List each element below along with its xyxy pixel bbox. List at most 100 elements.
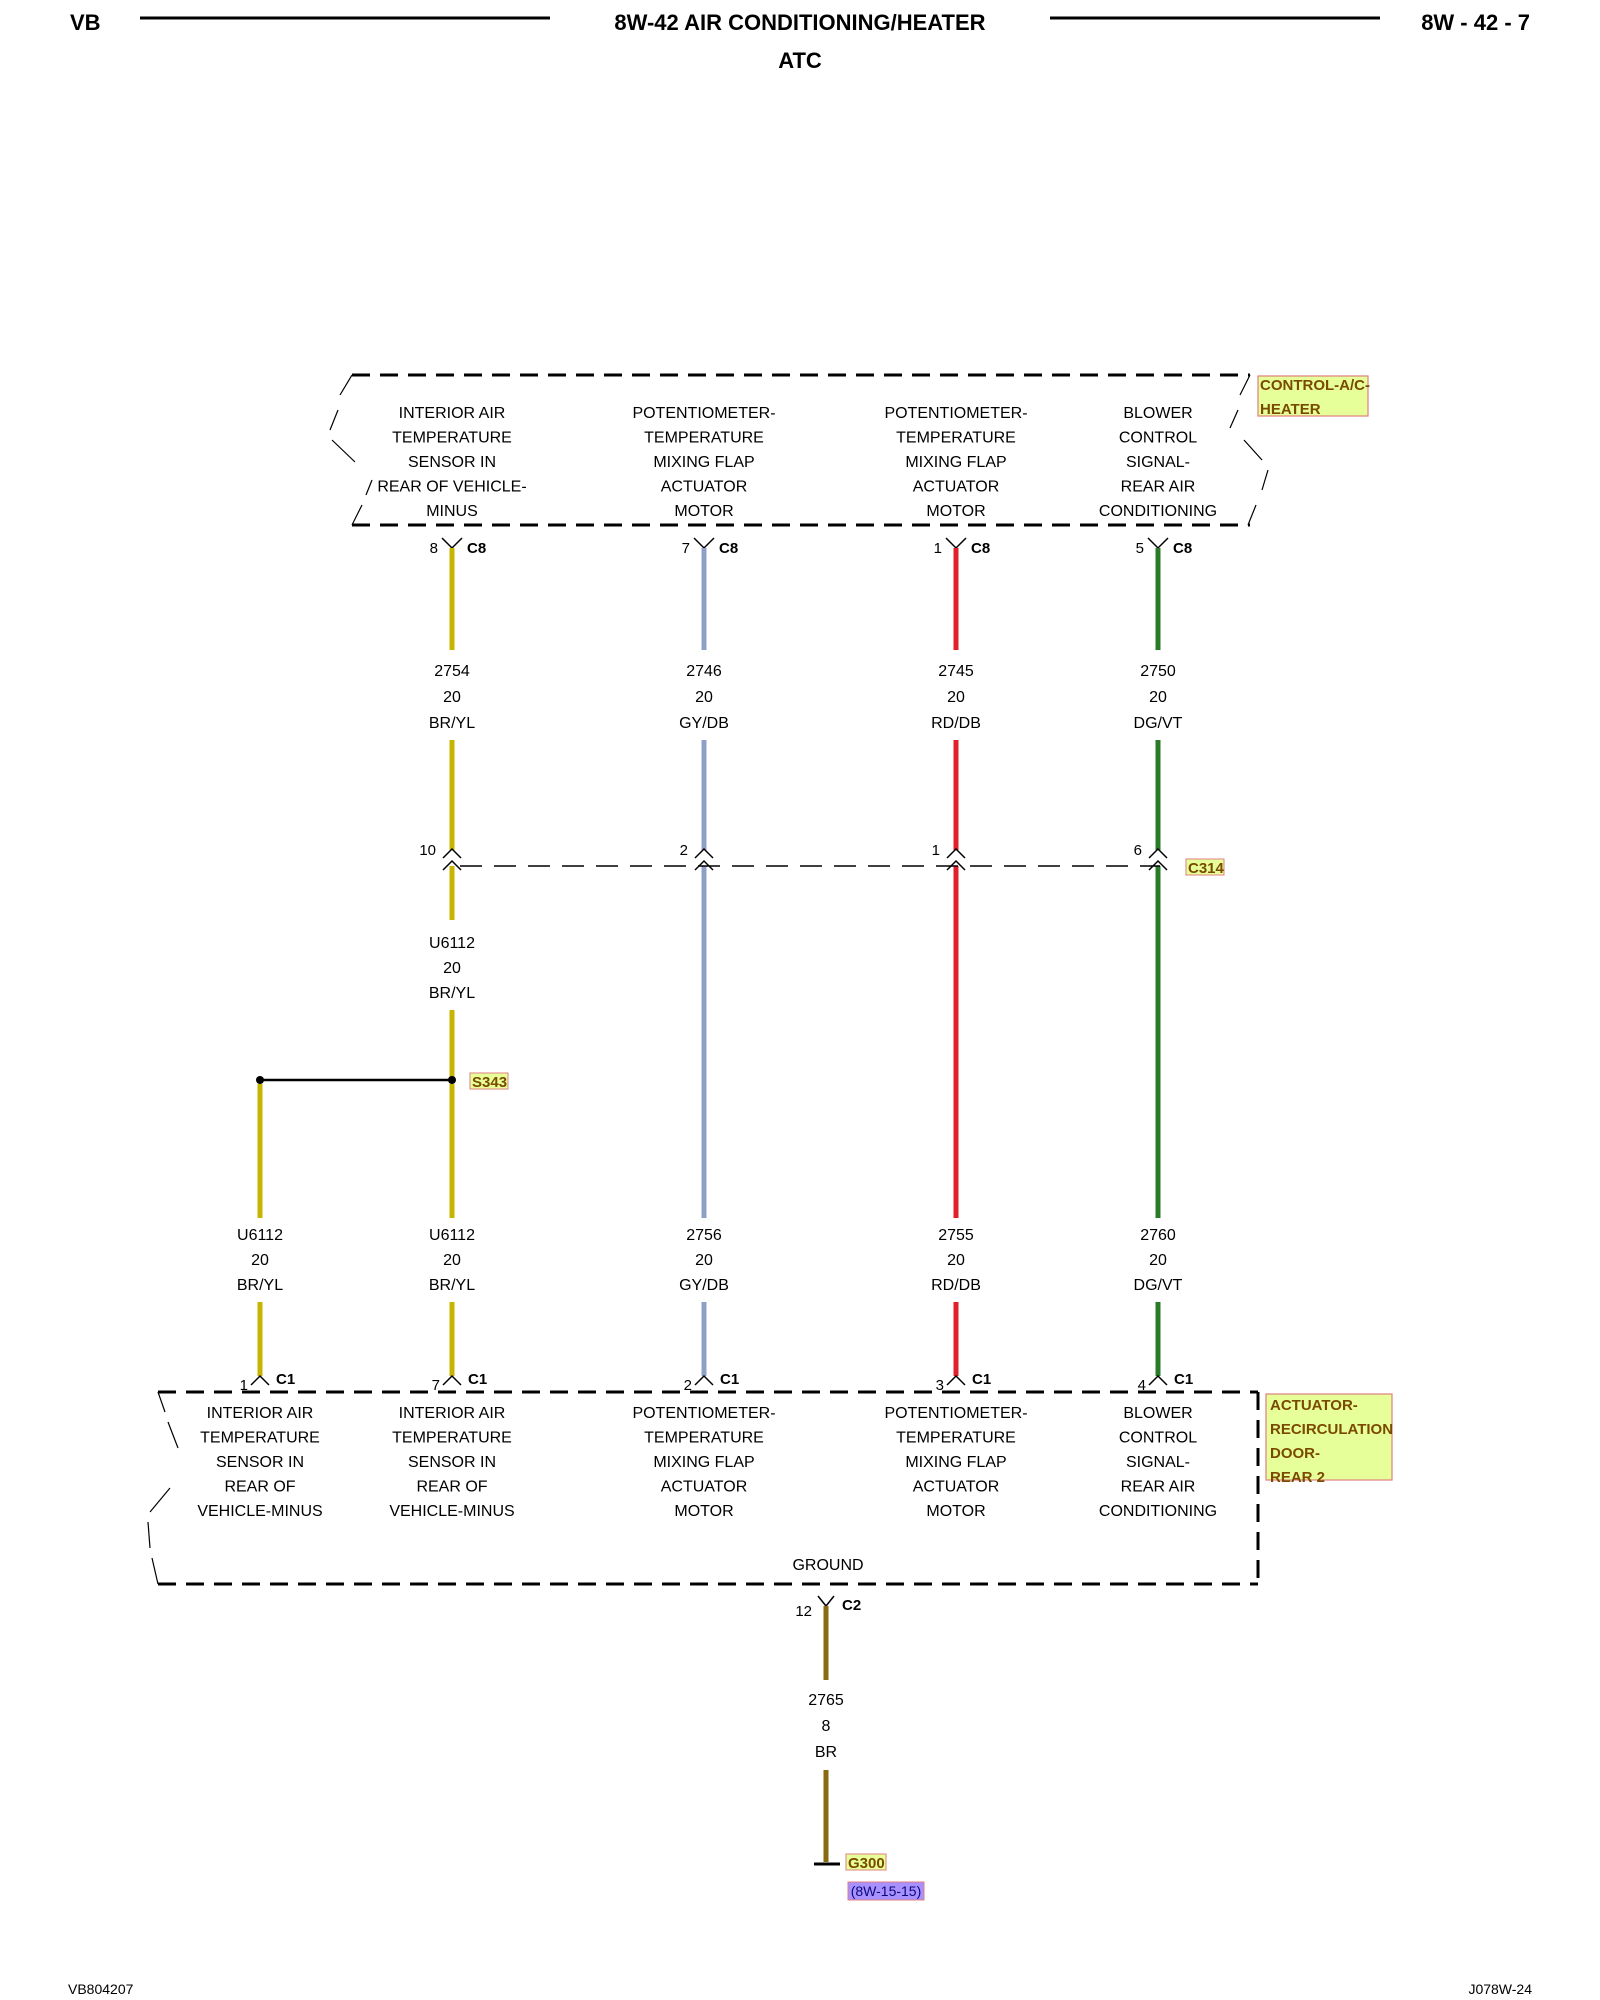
footer-left: VB804207 [68,1981,134,1997]
g300-tag [845,1853,887,1871]
bottom-function-label-line: CONDITIONING [1099,1503,1217,1520]
c314-pin-number: 2 [680,842,688,859]
top-function-label-line: TEMPERATURE [896,430,1016,447]
bottom-module-name-tag [1265,1393,1393,1481]
top-function-label-line: MINUS [426,503,478,520]
bottom-function-label-line: INTERIOR AIR [207,1405,314,1422]
top-function-label-line: INTERIOR AIR [399,405,506,422]
bottom-pin-number: 7 [432,1377,440,1394]
bottom-function-label-line: SENSOR IN [216,1454,304,1471]
upper-wire-circuit: 2745 [938,663,974,680]
g300-label[interactable]: G300 [848,1855,885,1872]
top-function-label-line: ACTUATOR [913,479,1000,496]
bottom-function-label-line: REAR OF [416,1479,487,1496]
bottom-function-label-line: TEMPERATURE [392,1430,512,1447]
ground-pin: 12 [795,1603,812,1620]
bottom-function-label-line: ACTUATOR [661,1479,748,1496]
bottom-function-label-line: MIXING FLAP [905,1454,1006,1471]
bottom-function-label-line: POTENTIOMETER- [632,1405,775,1422]
ground-label: GROUND [792,1557,863,1574]
bottom-pin-number: 2 [684,1377,692,1394]
c1-terminal [442,1374,462,1386]
top-function-label-line: MIXING FLAP [653,454,754,471]
top-function-label-line: MOTOR [674,503,733,520]
bottom-function-label-line: TEMPERATURE [896,1430,1016,1447]
bottom-connector-id: C1 [276,1371,295,1388]
upper-wire-gauge: 20 [695,689,713,706]
bottom-module-name-line[interactable]: REAR 2 [1270,1469,1325,1486]
bottom-connector-id: C1 [720,1371,739,1388]
ground-connector-id: C2 [842,1597,861,1614]
ground-connector [817,1595,835,1608]
ground-wire-circuit: 2765 [808,1692,844,1709]
c314-terminal [694,847,714,859]
bottom-function-label-line: MOTOR [926,1503,985,1520]
c314-terminal [946,847,966,859]
top-function-label-line: BLOWER [1123,405,1192,422]
top-pin-number: 8 [430,540,438,557]
splice-dot-left [256,1076,264,1084]
c314-pin-number: 10 [419,842,436,859]
top-module-name-line2[interactable]: HEATER [1260,401,1321,418]
upper-wire-color-code: GY/DB [679,715,729,732]
top-function-label-line: CONTROL [1119,430,1197,447]
top-function-label-line: REAR OF VEHICLE- [377,479,526,496]
s343-tag [469,1072,509,1090]
c8-terminal [1147,537,1169,550]
lower-wire-gauge: 20 [695,1252,713,1269]
lower-wire-color-code: DG/VT [1134,1277,1183,1294]
top-function-label-line: MIXING FLAP [905,454,1006,471]
c314-label[interactable]: C314 [1188,860,1225,877]
ground-wire-color: BR [815,1744,837,1761]
c314-terminal [442,847,462,859]
c314-pin-number: 1 [932,842,940,859]
top-function-label-line: REAR AIR [1121,479,1196,496]
top-function-label-line: SIGNAL- [1126,454,1190,471]
bottom-connector-id: C1 [1174,1371,1193,1388]
top-function-label-line: POTENTIOMETER- [632,405,775,422]
c314-tag [1185,858,1225,876]
lower-wire-color-code: GY/DB [679,1277,729,1294]
bottom-function-label-line: REAR AIR [1121,1479,1196,1496]
bottom-function-label-line: MOTOR [674,1503,733,1520]
c1-terminal [946,1374,966,1386]
bottom-connector-id: C1 [972,1371,991,1388]
mid-wire-circuit: U6112 [429,935,475,952]
c314-terminal [442,859,462,871]
upper-wire-circuit: 2746 [686,663,722,680]
bottom-function-label-line: SENSOR IN [408,1454,496,1471]
c1-terminal [1148,1374,1168,1386]
ground-wire-gauge: 8 [822,1718,831,1735]
c314-terminal [694,859,714,871]
bottom-function-label-line: ACTUATOR [913,1479,1000,1496]
lower-wire-gauge: 20 [251,1252,269,1269]
bottom-function-label-line: SIGNAL- [1126,1454,1190,1471]
g300-reference-link[interactable]: (8W-15-15) [851,1883,922,1899]
page-subtitle: ATC [778,48,822,73]
c1-terminal [694,1374,714,1386]
c8-terminal [441,537,463,550]
bottom-module-name-line[interactable]: DOOR- [1270,1445,1320,1462]
bottom-module-name-line[interactable]: RECIRCULATION [1270,1421,1393,1438]
bottom-function-label-line: VEHICLE-MINUS [389,1503,514,1520]
lower-wire-color-code: BR/YL [429,1277,475,1294]
bottom-pin-number: 1 [240,1377,248,1394]
c1-terminal [250,1374,270,1386]
c314-terminal [1148,847,1168,859]
top-function-label-line: TEMPERATURE [392,430,512,447]
bottom-function-label-line: TEMPERATURE [644,1430,764,1447]
s343-label[interactable]: S343 [472,1074,507,1091]
top-module-name-line1[interactable]: CONTROL-A/C- [1260,377,1370,394]
bottom-module-name-line[interactable]: ACTUATOR- [1270,1397,1358,1414]
page-title: 8W-42 AIR CONDITIONING/HEATER [614,10,985,35]
bottom-pin-number: 4 [1138,1377,1146,1394]
bottom-function-label-line: VEHICLE-MINUS [197,1503,322,1520]
header-left-code: VB [70,10,101,35]
upper-wire-circuit: 2750 [1140,663,1176,680]
top-function-label-line: ACTUATOR [661,479,748,496]
top-pin-number: 7 [682,540,690,557]
top-function-label-line: TEMPERATURE [644,430,764,447]
top-function-label-line: SENSOR IN [408,454,496,471]
lower-wire-circuit: 2756 [686,1227,722,1244]
upper-wire-gauge: 20 [1149,689,1167,706]
